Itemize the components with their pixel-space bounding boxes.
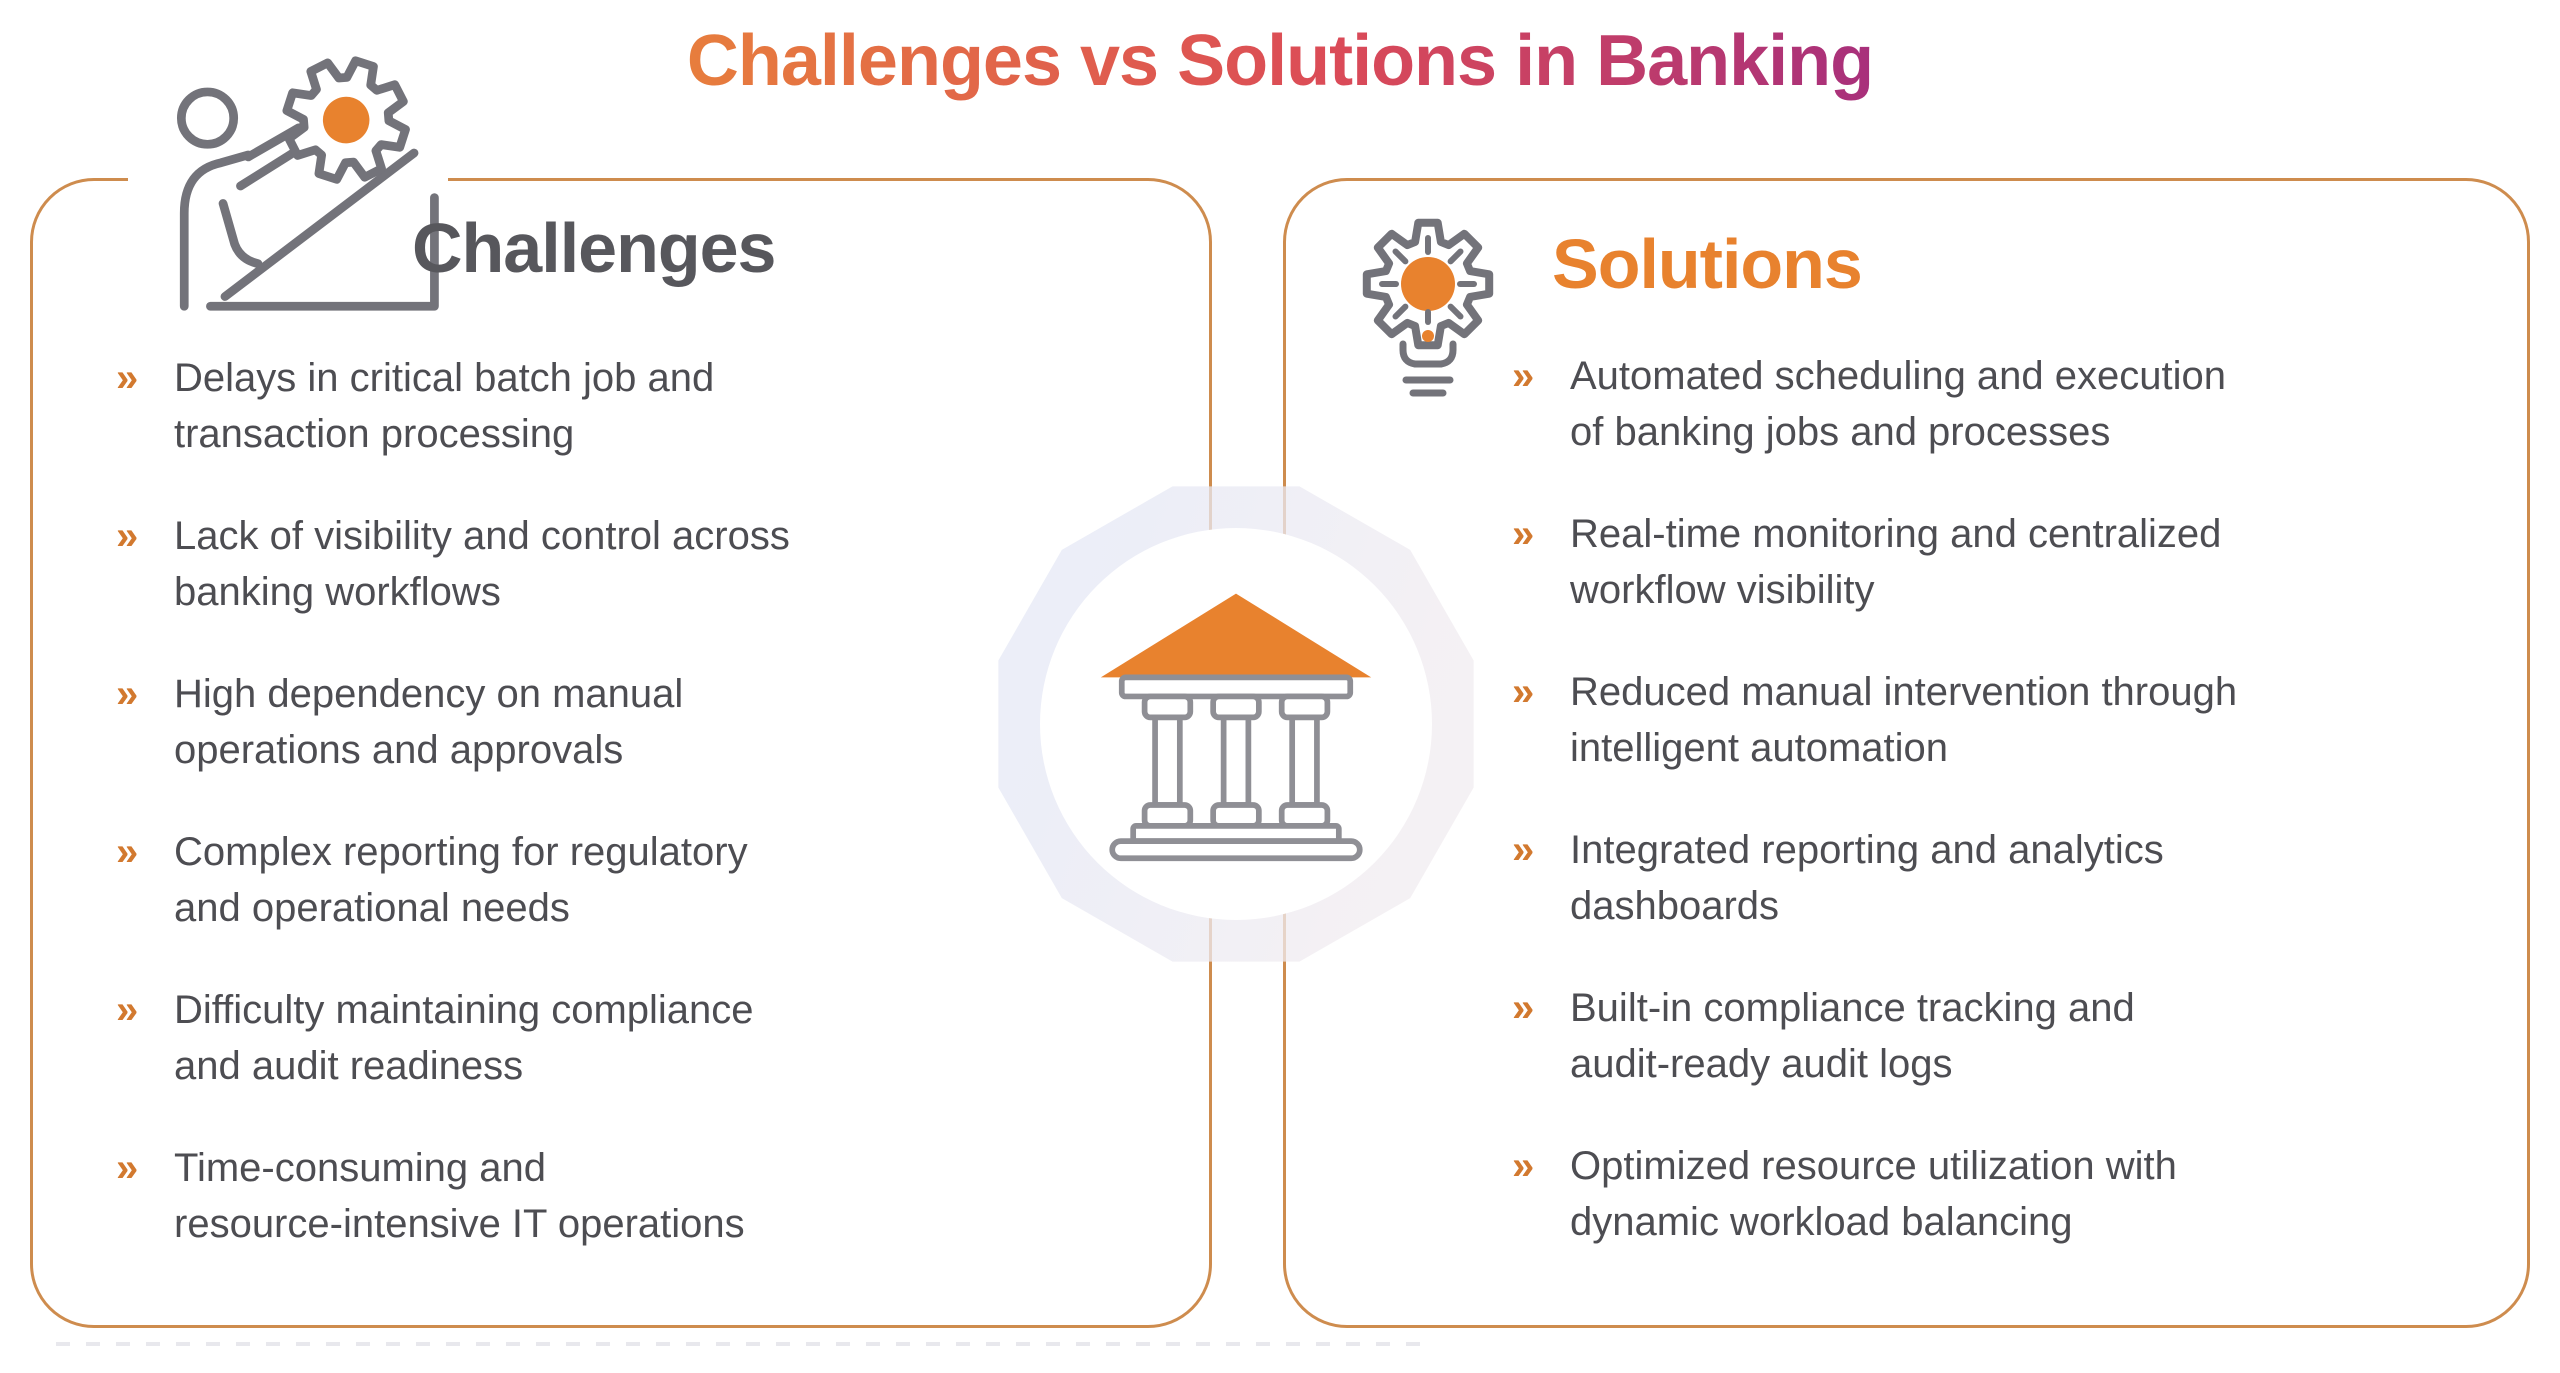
solution-item: » Real-time monitoring and centralized w… bbox=[1512, 506, 2522, 618]
challenge-text: Delays in critical batch job and transac… bbox=[174, 356, 715, 456]
solution-text: Reduced manual intervention through inte… bbox=[1570, 670, 2238, 770]
challenge-text: High dependency on manual operations and… bbox=[174, 672, 684, 772]
challenges-heading: Challenges bbox=[412, 209, 776, 287]
dotted-line-decoration bbox=[56, 1342, 1428, 1346]
chevron-bullet-icon: » bbox=[1512, 670, 1535, 714]
challenge-item: » Complex reporting for regulatory and o… bbox=[116, 824, 1166, 936]
chevron-bullet-icon: » bbox=[1512, 986, 1535, 1030]
bank-building-icon bbox=[1093, 586, 1379, 864]
challenge-text: Difficulty maintaining compliance and au… bbox=[174, 988, 754, 1088]
challenge-text: Complex reporting for regulatory and ope… bbox=[174, 830, 748, 930]
solution-text: Built-in compliance tracking and audit-r… bbox=[1570, 986, 2135, 1086]
solution-item: » Reduced manual intervention through in… bbox=[1512, 664, 2522, 776]
solution-item: » Built-in compliance tracking and audit… bbox=[1512, 980, 2522, 1092]
challenge-item: » High dependency on manual operations a… bbox=[116, 666, 1166, 778]
chevron-bullet-icon: » bbox=[116, 672, 139, 716]
challenge-item: » Delays in critical batch job and trans… bbox=[116, 350, 1166, 462]
solution-text: Automated scheduling and execution of ba… bbox=[1570, 354, 2227, 454]
gear-lightbulb-icon bbox=[1342, 202, 1514, 416]
challenge-text: Lack of visibility and control across ba… bbox=[174, 514, 790, 614]
person-pushing-gear-icon bbox=[128, 50, 448, 322]
solutions-heading: Solutions bbox=[1552, 225, 1863, 303]
chevron-bullet-icon: » bbox=[1512, 1144, 1535, 1188]
chevron-bullet-icon: » bbox=[116, 1146, 139, 1190]
solutions-list: » Automated scheduling and execution of … bbox=[1512, 348, 2522, 1296]
solutions-panel bbox=[1283, 178, 2530, 1328]
solution-item: » Integrated reporting and analytics das… bbox=[1512, 822, 2522, 934]
chevron-bullet-icon: » bbox=[1512, 354, 1535, 398]
chevron-bullet-icon: » bbox=[116, 514, 139, 558]
solution-item: » Optimized resource utilization with dy… bbox=[1512, 1138, 2522, 1250]
challenge-item: » Time-consuming and resource-intensive … bbox=[116, 1140, 1166, 1252]
solution-text: Integrated reporting and analytics dashb… bbox=[1570, 828, 2164, 928]
chevron-bullet-icon: » bbox=[1512, 828, 1535, 872]
chevron-bullet-icon: » bbox=[116, 356, 139, 400]
chevron-bullet-icon: » bbox=[116, 830, 139, 874]
challenge-item: » Difficulty maintaining compliance and … bbox=[116, 982, 1166, 1094]
challenge-item: » Lack of visibility and control across … bbox=[116, 508, 1166, 620]
solution-text: Real-time monitoring and centralized wor… bbox=[1570, 512, 2222, 612]
solution-text: Optimized resource utilization with dyna… bbox=[1570, 1144, 2177, 1244]
page-title: Challenges vs Solutions in Banking bbox=[0, 20, 2560, 102]
solution-item: » Automated scheduling and execution of … bbox=[1512, 348, 2522, 460]
chevron-bullet-icon: » bbox=[116, 988, 139, 1032]
chevron-bullet-icon: » bbox=[1512, 512, 1535, 556]
challenge-text: Time-consuming and resource-intensive IT… bbox=[174, 1146, 745, 1246]
challenges-list: » Delays in critical batch job and trans… bbox=[116, 350, 1166, 1298]
